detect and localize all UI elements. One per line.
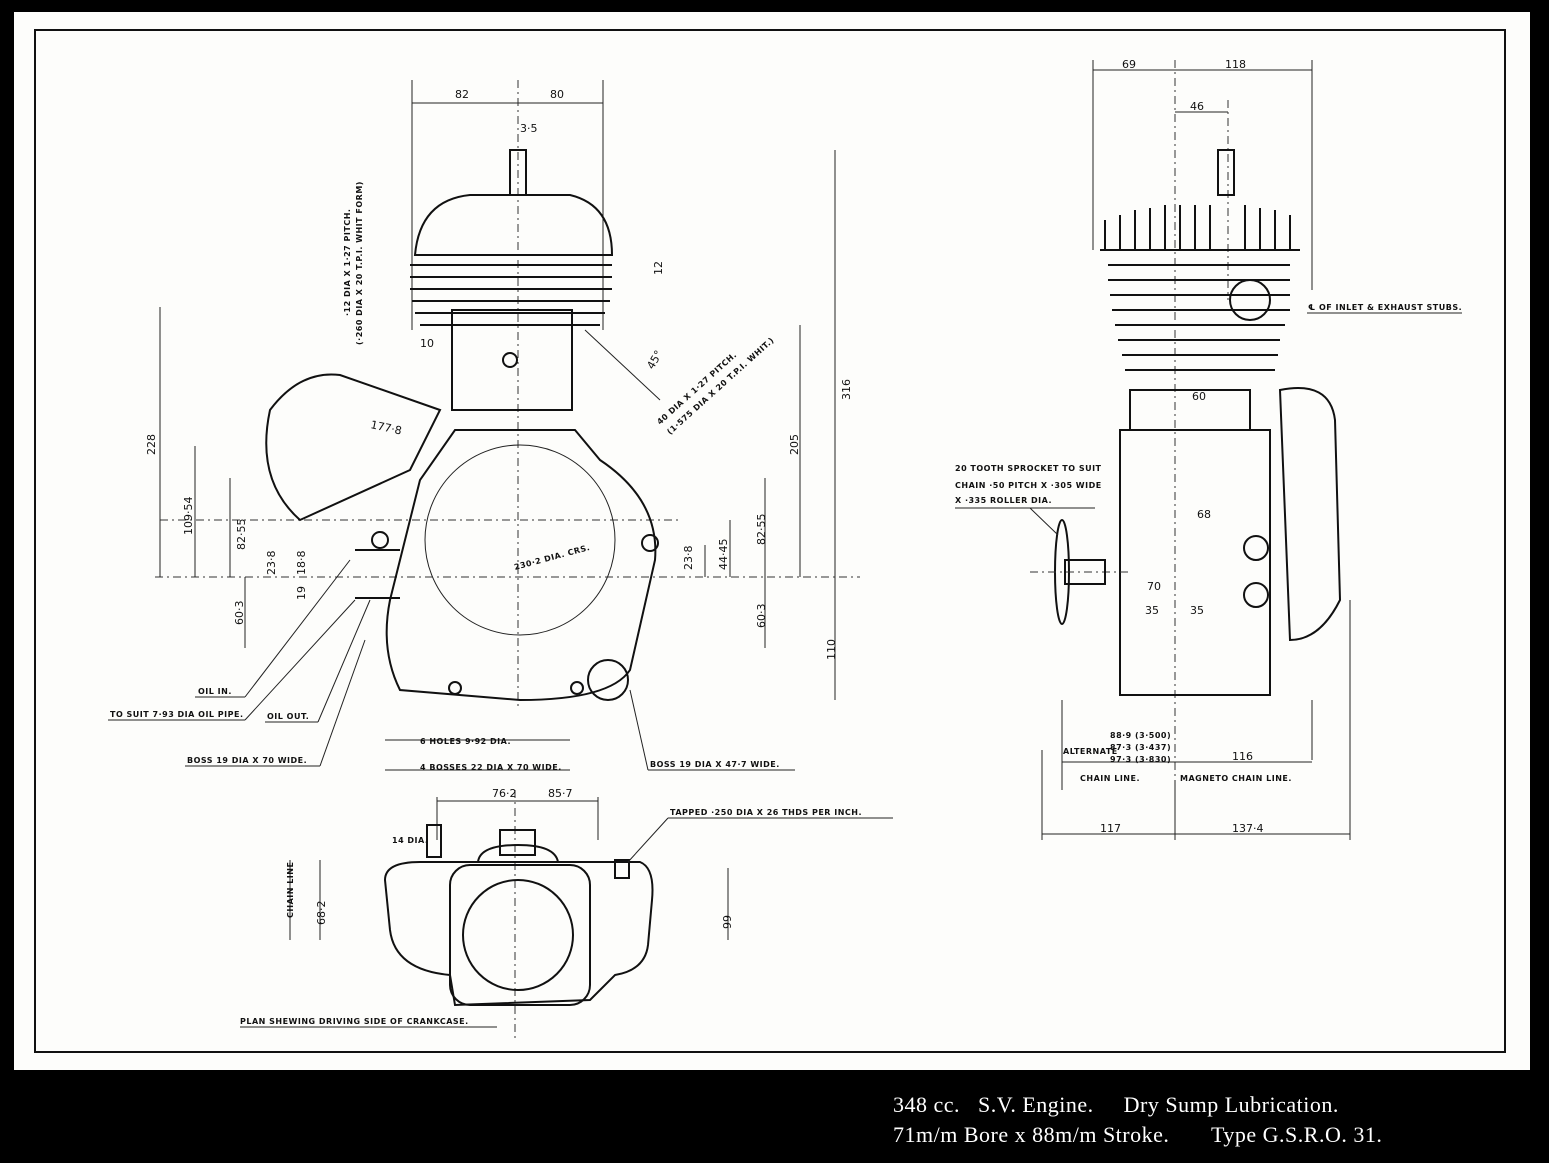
cylinder-fins (410, 264, 612, 326)
thread-spec-side: 40 DIA X 1·27 PITCH. (655, 350, 738, 426)
dim-18-8: 18·8 (295, 551, 308, 576)
label-chain-line-plan: CHAIN LINE (286, 862, 295, 918)
label-oil-in: OIL IN. (198, 687, 232, 696)
head-fins-end (1100, 205, 1300, 251)
alt-dim-1: 88·9 (3·500) (1110, 731, 1171, 740)
magneto-cover (1278, 387, 1342, 642)
timing-cover (265, 373, 442, 522)
drawing-caption: 348 cc. S.V. Engine. Dry Sump Lubricatio… (893, 1090, 1382, 1150)
dim-70: 70 (1147, 580, 1161, 593)
label-chain-line: CHAIN LINE. (1080, 774, 1140, 783)
side-view: 82 80 3·5 316 228 205 177·8 109·54 82·55… (108, 80, 860, 772)
dim-80: 80 (550, 88, 564, 101)
caption-line-1: 348 cc. S.V. Engine. Dry Sump Lubricatio… (893, 1092, 1339, 1117)
dim-12: 12 (652, 261, 665, 275)
dim-35-b: 35 (1190, 604, 1204, 617)
boss-right (587, 659, 629, 701)
dim-116: 116 (1232, 750, 1253, 763)
cylinder-head (413, 194, 614, 256)
end-view: 69 118 46 60 68 70 35 35 116 117 137·4 ℄… (955, 58, 1462, 840)
thread-spec-plug-imperial: (·260 DIA X 20 T.P.I. WHIT FORM) (355, 181, 364, 345)
inlet-stub (1229, 279, 1271, 321)
dim-68: 68 (1197, 508, 1211, 521)
caption-line-2: 71m/m Bore x 88m/m Stroke. Type G.S.R.O.… (893, 1122, 1383, 1147)
cylinder-barrel (451, 309, 573, 411)
label-oil-pipe: TO SUIT 7·93 DIA OIL PIPE. (110, 710, 244, 719)
dim-60: 60 (1192, 390, 1206, 403)
thread-spec-side-imperial: (1·575 DIA X 20 T.P.I. WHIT.) (665, 336, 776, 437)
label-oil-out: OIL OUT. (267, 712, 309, 721)
label-sprocket-2: CHAIN ·50 PITCH X ·305 WIDE (955, 481, 1102, 490)
label-inlet-exhaust-stubs: ℄ OF INLET & EXHAUST STUBS. (1308, 303, 1462, 312)
dim-14-dia: 14 DIA. (392, 836, 428, 845)
dim-46: 46 (1190, 100, 1204, 113)
dim-44-45: 44·45 (717, 539, 730, 571)
plan-view: 76·2 85·7 14 DIA. 68·2 66 CHAIN LINE TAP… (240, 787, 893, 1040)
dim-316: 316 (840, 379, 853, 400)
dim-110: 110 (825, 639, 838, 660)
label-boss-left: BOSS 19 DIA X 70 WIDE. (187, 756, 307, 765)
label-bosses: 4 BOSSES 22 DIA X 70 WIDE. (420, 763, 562, 772)
dim-82-55-left: 82·55 (235, 519, 248, 551)
dim-68-2: 68·2 (315, 901, 328, 926)
dim-228: 228 (145, 434, 158, 455)
plan-view-title: PLAN SHEWING DRIVING SIDE OF CRANKCASE. (240, 1017, 469, 1026)
cylinder-fins-end (1108, 264, 1290, 371)
label-sprocket-3: X ·335 ROLLER DIA. (955, 496, 1052, 505)
crankcase-plan (383, 861, 654, 1007)
drawing-border (34, 29, 1506, 1053)
dim-66: 66 (720, 915, 733, 929)
label-tapped: TAPPED ·250 DIA X 26 THDS PER INCH. (670, 808, 862, 817)
dim-19: 19 (295, 586, 308, 600)
crankcase-end (1119, 429, 1271, 696)
gudgeon-pin (502, 352, 518, 368)
spark-plug-end-icon (1217, 149, 1235, 196)
dim-76-2: 76·2 (492, 787, 517, 800)
dim-82-55-right: 82·55 (755, 514, 768, 546)
dim-60-3-right: 60·3 (755, 604, 768, 629)
alt-dim-3: 97·3 (3·830) (1110, 755, 1171, 764)
cylinder-bore-plan (462, 879, 574, 991)
dim-109-54: 109·54 (182, 497, 195, 536)
thread-spec-plug: ·12 DIA X 1·27 PITCH. (343, 209, 352, 316)
dim-82: 82 (455, 88, 469, 101)
alt-dim-2: 87·3 (3·437) (1110, 743, 1171, 752)
dim-205: 205 (788, 434, 801, 455)
dim-69: 69 (1122, 58, 1136, 71)
dim-118: 118 (1225, 58, 1246, 71)
label-boss-right: BOSS 19 DIA X 47·7 WIDE. (650, 760, 780, 769)
dim-230-2: 230·2 DIA. CRS. (513, 543, 591, 572)
dim-23-8-left: 23·8 (265, 551, 278, 576)
dim-23-8-right: 23·8 (682, 546, 695, 571)
dim-177-8: 177·8 (369, 418, 403, 437)
label-sprocket-1: 20 TOOTH SPROCKET TO SUIT (955, 464, 1102, 473)
dim-10: 10 (420, 337, 434, 350)
dim-137-4: 137·4 (1232, 822, 1264, 835)
label-holes: 6 HOLES 9·92 DIA. (420, 737, 511, 746)
label-magneto-chain-line: MAGNETO CHAIN LINE. (1180, 774, 1292, 783)
dim-117: 117 (1100, 822, 1121, 835)
drawing-sheet (14, 12, 1530, 1070)
dim-85-7: 85·7 (548, 787, 573, 800)
label-alternate: ALTERNATE (1063, 747, 1118, 756)
crankcase (385, 429, 657, 702)
dim-60-3-left: 60·3 (233, 601, 246, 626)
dim-45-degrees: 45° (644, 348, 665, 371)
flywheel-outline (424, 444, 616, 636)
dim-35-a: 35 (1145, 604, 1159, 617)
dim-3-5: 3·5 (520, 122, 538, 135)
